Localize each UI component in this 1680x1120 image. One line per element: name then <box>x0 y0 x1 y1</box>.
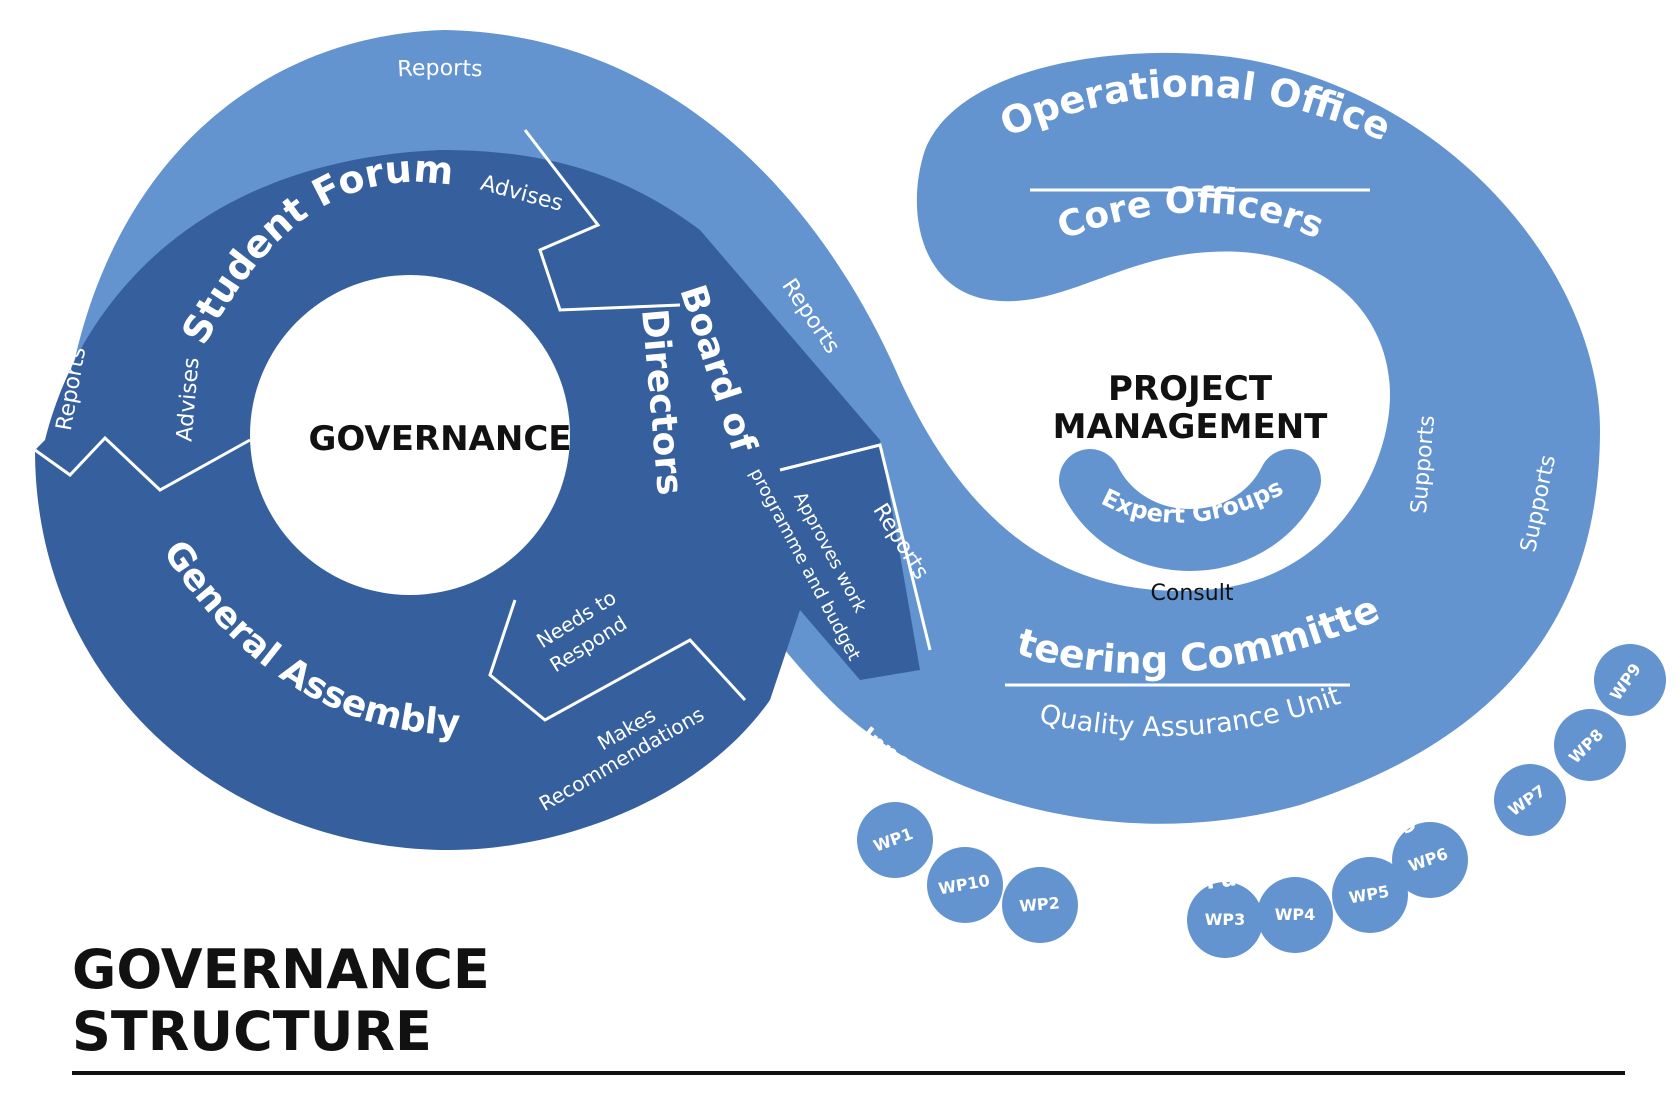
consult-label: Consult <box>1151 581 1234 606</box>
project-management-label-line1: PROJECT <box>1108 369 1273 409</box>
governance-ring <box>34 129 932 850</box>
wp-bubble <box>1187 882 1263 958</box>
reports-label-top: Reports <box>397 56 483 82</box>
expert-groups-shape <box>1059 449 1321 571</box>
wp-label: WP4 <box>1275 905 1316 924</box>
governance-hole <box>250 275 570 595</box>
project-management-label-line2: MANAGEMENT <box>1053 407 1329 447</box>
governance-label: GOVERNANCE <box>308 419 571 459</box>
wp-bubble <box>857 802 933 878</box>
work-package-bubbles <box>857 644 1666 958</box>
wp-bubble <box>1392 822 1468 898</box>
footer-title-line1: GOVERNANCE <box>72 938 490 1001</box>
wp-bubble <box>927 847 1003 923</box>
wp-bubble <box>1494 764 1566 836</box>
wp-label: WP3 <box>1205 910 1246 929</box>
ring-divider <box>779 443 932 651</box>
wp-label: WP2 <box>1019 893 1061 915</box>
ring-divider <box>488 599 747 722</box>
wp-bubble <box>1332 857 1408 933</box>
wp-bubble <box>1554 709 1626 781</box>
ring-divider <box>34 435 251 492</box>
wp-bubble <box>1257 877 1333 953</box>
ring-divider <box>523 129 681 312</box>
wp-bubble <box>1594 644 1666 716</box>
footer-title-line2: STRUCTURE <box>72 1000 432 1063</box>
wp-bubble <box>1002 867 1078 943</box>
